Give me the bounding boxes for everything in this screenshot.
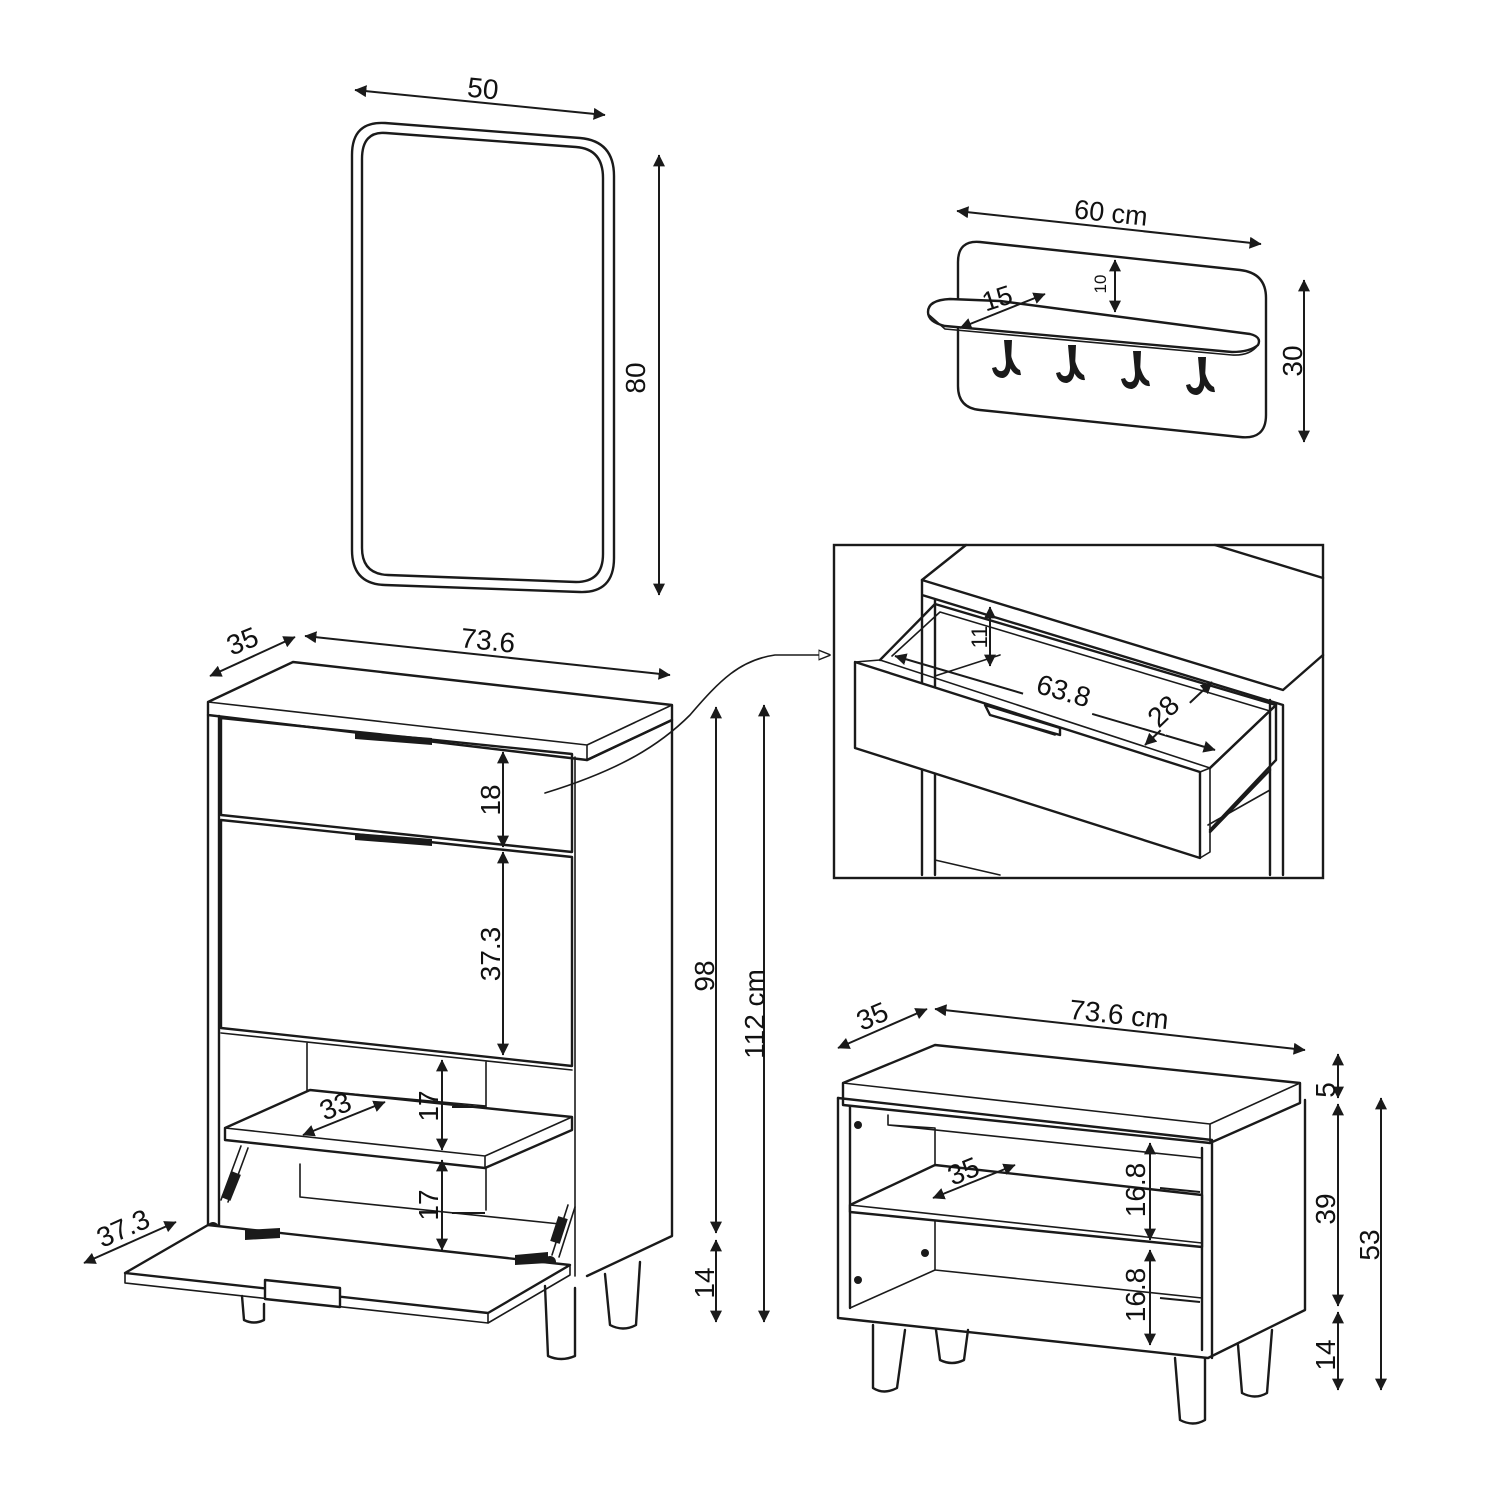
cabinet-width-label: 73.6 xyxy=(459,622,516,659)
drawer-height-dimension: 18 xyxy=(475,751,509,848)
lower-shelf-gap-dimension: 17 xyxy=(413,1159,485,1251)
detail-callout-line xyxy=(544,655,831,794)
hook-1-icon xyxy=(992,340,1021,378)
drawer-inner-height-label: 11 xyxy=(967,626,992,649)
mirror-height-label: 80 xyxy=(620,362,651,393)
hook-4-icon xyxy=(1186,357,1215,395)
coat-rack-shelf-gap-label: 10 xyxy=(1091,275,1110,294)
flap-height-dimension: 37.3 xyxy=(475,851,509,1056)
bench-body-height-label: 39 xyxy=(1310,1193,1341,1224)
bench-total-height-dimension: 53 xyxy=(1354,1097,1387,1391)
bench-leg-height-label: 14 xyxy=(1310,1339,1341,1370)
right-hinge-strut-icon xyxy=(544,1204,576,1268)
hook-2-icon xyxy=(1056,345,1085,383)
cabinet-body-height-label: 98 xyxy=(689,960,720,991)
mirror-width-dimension: 50 xyxy=(354,72,606,120)
bench-upper-gap-dimension: 16.8 xyxy=(1120,1142,1201,1241)
coat-rack-height-dimension: 30 xyxy=(1277,279,1310,443)
coat-rack xyxy=(926,240,1268,439)
hook-3-icon xyxy=(1121,351,1150,389)
cabinet-width-dimension: 73.6 xyxy=(304,622,671,680)
upper-shelf-gap-label: 17 xyxy=(413,1090,444,1121)
bench-lower-gap-label: 16.8 xyxy=(1120,1268,1151,1323)
coat-rack-width-dimension: 60 cm xyxy=(956,194,1262,249)
bench-depth-label: 35 xyxy=(852,996,893,1037)
mirror-height-dimension: 80 xyxy=(620,154,665,596)
bench-seat-thickness-label: 5 xyxy=(1310,1082,1341,1098)
upper-shelf-gap-dimension: 17 xyxy=(413,1059,485,1151)
flap-height-label: 37.3 xyxy=(475,927,506,982)
bench-width-label: 73.6 cm xyxy=(1068,994,1170,1035)
coat-rack-shelf-gap-dimension: 10 xyxy=(1091,259,1121,313)
bench-total-height-label: 53 xyxy=(1354,1229,1385,1260)
drawer-inner-width-dimension: 63.8 xyxy=(894,653,1216,753)
coat-rack-height-label: 30 xyxy=(1277,345,1308,376)
mirror xyxy=(350,121,616,594)
cabinet-total-height-label: 112 cm xyxy=(739,969,770,1059)
bench xyxy=(836,1043,1307,1425)
bench-upper-gap-label: 16.8 xyxy=(1120,1163,1151,1218)
bench-lower-gap-dimension: 16.8 xyxy=(1120,1249,1201,1346)
cabinet-leg-height-label: 14 xyxy=(689,1267,720,1298)
lower-shelf-gap-label: 17 xyxy=(413,1189,444,1220)
bench-depth-dimension: 35 xyxy=(837,996,928,1049)
bench-leg-height-dimension: 14 xyxy=(1310,1311,1344,1391)
left-hinge-strut-icon xyxy=(207,1145,249,1234)
cabinet-body-height-dimension: 98 xyxy=(689,706,722,1234)
shoe-cabinet xyxy=(123,660,674,1361)
cabinet-leg-height-dimension: 14 xyxy=(689,1239,722,1323)
bench-seat-thickness-dimension: 5 xyxy=(1310,1053,1344,1099)
bench-body-height-dimension: 39 xyxy=(1310,1103,1344,1307)
bench-width-dimension: 73.6 cm xyxy=(934,994,1306,1055)
drawer-height-label: 18 xyxy=(475,784,506,815)
cabinet-total-height-dimension: 112 cm xyxy=(739,704,770,1323)
coat-rack-width-label: 60 cm xyxy=(1073,194,1149,232)
mirror-width-label: 50 xyxy=(466,72,500,106)
